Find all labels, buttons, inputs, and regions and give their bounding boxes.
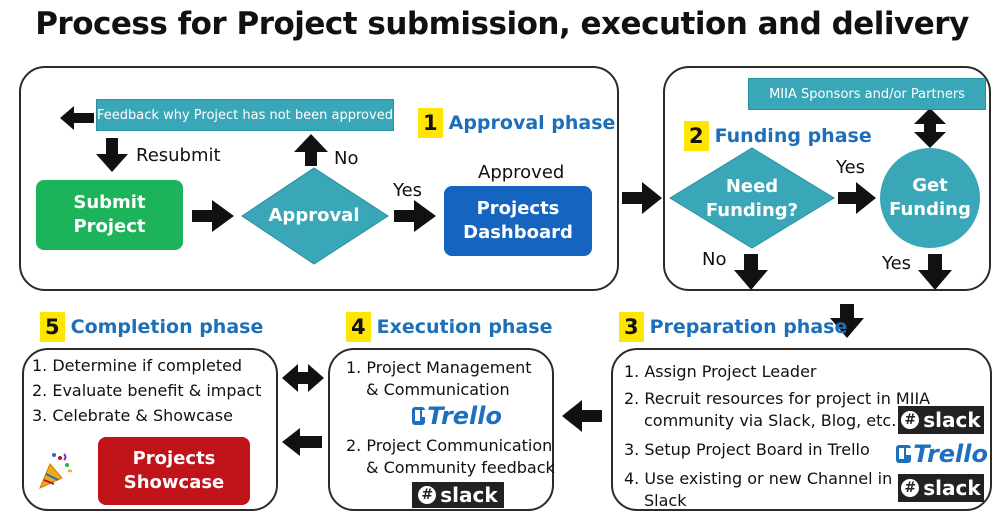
page-title: Process for Project submission, executio… bbox=[35, 6, 969, 42]
preparation-steps: 1. Assign Project Leader 2. Recruit reso… bbox=[624, 361, 930, 512]
approval-diamond bbox=[241, 167, 389, 265]
resubmit-label: Resubmit bbox=[136, 145, 221, 166]
completion-steps: 1. Determine if completed 2. Evaluate be… bbox=[32, 355, 261, 427]
execution-step: 1. Project Management bbox=[346, 358, 532, 377]
slack-logo-text: slack bbox=[923, 408, 981, 432]
execution-steps-a: 1. Project Management & Communication bbox=[346, 357, 532, 401]
funding-phase-label: Funding phase bbox=[714, 125, 872, 147]
slack-logo-icon: # slack bbox=[412, 482, 504, 508]
execution-step: 2. Project Communication bbox=[346, 436, 553, 455]
completion-step: 3. Celebrate & Showcase bbox=[32, 406, 233, 425]
need-funding-label: Need Funding? bbox=[705, 176, 799, 221]
arrow-down-resubmit bbox=[96, 138, 128, 172]
arrow-up-no bbox=[294, 134, 328, 166]
sponsors-box: MIIA Sponsors and/or Partners bbox=[748, 78, 986, 110]
funding-phase-number: 2 bbox=[684, 121, 709, 151]
arrow-left-7 bbox=[282, 428, 322, 456]
execution-phase-heading: 4 Execution phase bbox=[346, 312, 552, 342]
execution-step: & Community feedback bbox=[366, 458, 555, 477]
preparation-phase-number: 3 bbox=[619, 312, 644, 342]
yes-label-funding: Yes bbox=[836, 157, 866, 178]
approval-phase-heading: 1 Approval phase bbox=[418, 108, 615, 138]
get-funding-label: Get Funding bbox=[889, 175, 971, 220]
approval-phase-number: 1 bbox=[418, 108, 443, 138]
preparation-step: 1. Assign Project Leader bbox=[624, 362, 817, 381]
execution-step: & Communication bbox=[366, 380, 510, 399]
completion-phase-number: 5 bbox=[40, 312, 65, 342]
completion-step: 2. Evaluate benefit & impact bbox=[32, 381, 262, 400]
completion-phase-heading: 5 Completion phase bbox=[40, 312, 263, 342]
preparation-phase-label: Preparation phase bbox=[649, 316, 848, 338]
yes-label-approval: Yes bbox=[393, 180, 423, 201]
yes-label-get-funding: Yes bbox=[882, 253, 912, 274]
get-funding-circle bbox=[880, 148, 980, 248]
arrow-right-1 bbox=[192, 200, 234, 232]
arrow-updown-sponsors bbox=[914, 108, 946, 148]
trello-logo-icon: Trello bbox=[896, 439, 988, 469]
slack-logo-text: slack bbox=[923, 476, 981, 500]
feedback-box: Feedback why Project has not been approv… bbox=[96, 99, 394, 131]
projects-dashboard-box: Projects Dashboard bbox=[444, 186, 592, 256]
preparation-phase-heading: 3 Preparation phase bbox=[619, 312, 847, 342]
arrow-down-yes bbox=[918, 254, 952, 290]
arrow-leftright-6 bbox=[282, 364, 324, 392]
preparation-step: 4. Use existing or new Channel in bbox=[624, 469, 893, 488]
completion-step: 1. Determine if completed bbox=[32, 356, 243, 375]
need-funding-diamond bbox=[669, 147, 835, 249]
no-label-approval: No bbox=[334, 148, 359, 169]
approval-phase-label: Approval phase bbox=[448, 112, 616, 134]
funding-phase-heading: 2 Funding phase bbox=[684, 121, 872, 151]
execution-steps-b: 2. Project Communication & Community fee… bbox=[346, 435, 555, 479]
preparation-step: community via Slack, Blog, etc. bbox=[644, 411, 897, 430]
completion-phase-label: Completion phase bbox=[70, 316, 264, 338]
arrow-right-4 bbox=[838, 182, 876, 214]
arrow-down-preparation bbox=[830, 304, 864, 338]
submit-project-box: Submit Project bbox=[36, 180, 183, 250]
no-label-funding: No bbox=[702, 249, 727, 270]
arrow-right-2 bbox=[394, 200, 436, 232]
slack-logo-text: slack bbox=[440, 483, 498, 507]
execution-phase-number: 4 bbox=[346, 312, 371, 342]
party-popper-icon bbox=[38, 450, 73, 490]
approved-label: Approved bbox=[478, 162, 565, 183]
approval-diamond-label: Approval bbox=[268, 205, 360, 226]
preparation-step: 3. Setup Project Board in Trello bbox=[624, 440, 870, 459]
trello-logo-icon: Trello bbox=[412, 401, 502, 431]
preparation-step: 2. Recruit resources for project in MIIA bbox=[624, 389, 931, 408]
preparation-step: Slack bbox=[644, 491, 687, 510]
arrow-right-3 bbox=[622, 182, 662, 214]
slack-logo-icon: # slack bbox=[898, 474, 984, 502]
arrow-left-5 bbox=[562, 400, 602, 432]
slack-logo-icon: # slack bbox=[898, 406, 984, 434]
trello-logo-text: Trello bbox=[427, 402, 502, 430]
projects-showcase-box: Projects Showcase bbox=[98, 437, 250, 505]
execution-phase-label: Execution phase bbox=[376, 316, 553, 338]
arrow-down-no bbox=[734, 254, 768, 290]
trello-logo-text: Trello bbox=[913, 440, 988, 468]
arrow-left-feedback bbox=[60, 106, 94, 130]
